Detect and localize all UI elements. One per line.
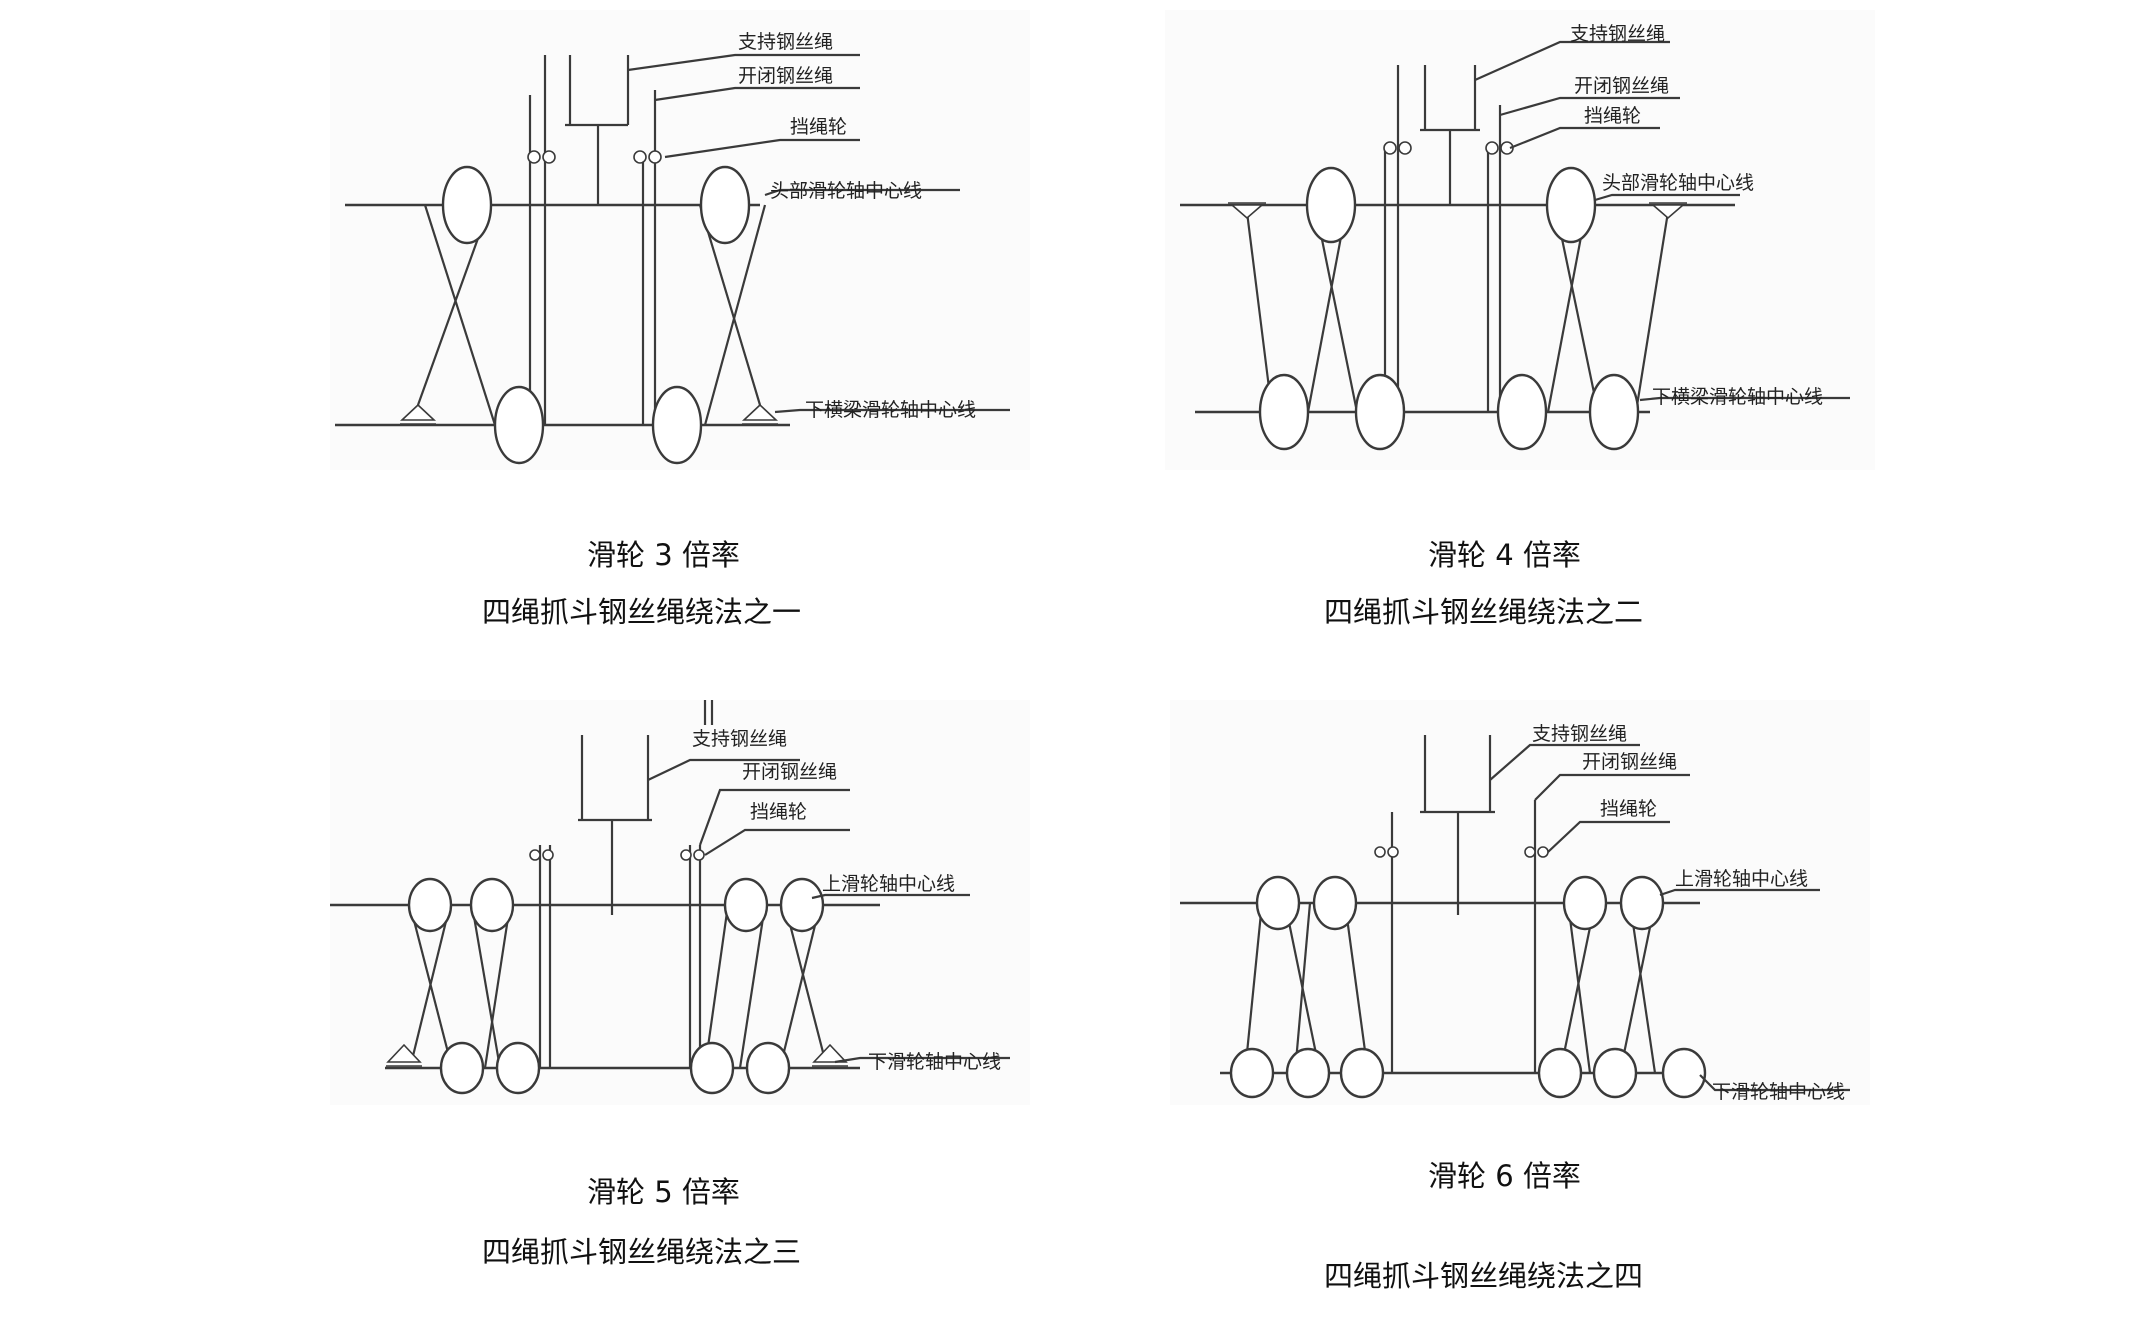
diagram-3-title-caption: 四绳抓斗钢丝绳绕法之三 [482,1235,801,1269]
anchor-mount [1228,202,1687,220]
rope-strands [416,55,767,426]
lower-sheave [689,1041,735,1095]
lower-sheave [1285,1047,1331,1099]
diagram-4-ratio-caption: 滑轮 6 倍率 [1428,1159,1581,1193]
diagram-3: 支持钢丝绳 开闭钢丝绳 挡绳轮 上滑轮轴中心线 下滑轮轴中心线 滑轮 5 倍率 … [330,700,1030,1269]
lower-sheave [1496,373,1548,451]
lower-sheave [493,385,545,465]
upper-sheave [1255,875,1301,931]
diagram-4-title-caption: 四绳抓斗钢丝绳绕法之四 [1324,1259,1643,1293]
rope-guard-wheels [1374,846,1549,858]
upper-axis-label: 上滑轮轴中心线 [822,873,955,895]
lower-sheave [1229,1047,1275,1099]
support-rope-label: 支持钢丝绳 [692,728,787,750]
upper-axis-label: 头部滑轮轴中心线 [770,180,922,202]
diagram-1-title-caption: 四绳抓斗钢丝绳绕法之一 [482,595,801,629]
diagram-4: 支持钢丝绳 开闭钢丝绳 挡绳轮 上滑轮轴中心线 下滑轮轴中心线 滑轮 6 倍率 … [1170,700,1870,1293]
rope-guard-label: 挡绳轮 [1600,798,1657,820]
rope-guard-label: 挡绳轮 [750,801,807,823]
upper-axis-label: 头部滑轮轴中心线 [1602,172,1754,194]
closing-rope-label: 开闭钢丝绳 [738,65,833,87]
lower-axis-label: 下横梁滑轮轴中心线 [805,399,976,421]
upper-sheave [723,877,769,933]
anchor-mount [399,403,779,425]
support-rope-label: 支持钢丝绳 [738,31,833,53]
leader-lines [647,758,1010,1064]
upper-sheave [407,877,453,933]
diagram-1-ratio-caption: 滑轮 3 倍率 [587,538,740,572]
diagram-1: 支持钢丝绳 开闭钢丝绳 挡绳轮 头部滑轮轴中心线 下横梁滑轮轴中心线 滑轮 3 … [330,10,1030,629]
upper-sheave [1312,875,1358,931]
lower-sheave [1339,1047,1385,1099]
upper-sheave [1545,166,1597,244]
closing-rope-label: 开闭钢丝绳 [1574,75,1669,97]
lower-sheave [651,385,703,465]
rope-guard-label: 挡绳轮 [1584,105,1641,127]
upper-sheave [779,877,825,933]
support-rope-label: 支持钢丝绳 [1570,23,1665,45]
upper-sheave [441,165,493,245]
lower-sheave [439,1041,485,1095]
closing-rope-label: 开闭钢丝绳 [742,761,837,783]
rope-guard-label: 挡绳轮 [790,116,847,138]
lower-sheave [1537,1047,1583,1099]
lower-sheave [745,1041,791,1095]
diagram-3-ratio-caption: 滑轮 5 倍率 [587,1175,740,1209]
closing-rope-label: 开闭钢丝绳 [1582,751,1677,773]
upper-sheave [699,165,751,245]
support-rope-label: 支持钢丝绳 [1532,723,1627,745]
rope-guard-wheels [527,150,662,164]
anchor-mount [386,1043,848,1067]
lower-sheave [1588,373,1640,451]
upper-sheave [1619,875,1665,931]
diagram-2: 支持钢丝绳 开闭钢丝绳 挡绳轮 头部滑轮轴中心线 下横梁滑轮轴中心线 滑轮 4 … [1165,10,1875,629]
lower-sheave [1354,373,1406,451]
rope-strands [408,700,827,1069]
rope-guard-wheels [1383,141,1514,155]
lower-sheave [495,1041,541,1095]
lower-sheave [1661,1047,1707,1099]
upper-axis-label: 上滑轮轴中心线 [1675,868,1808,890]
upper-sheave [1305,166,1357,244]
lower-sheave [1592,1047,1638,1099]
leader-lines [627,53,1010,414]
upper-sheave [469,877,515,933]
lower-axis-label: 下横梁滑轮轴中心线 [1652,386,1823,408]
rope-guard-wheels [529,849,705,861]
leader-lines [1489,743,1850,1092]
lower-axis-label: 下滑轮轴中心线 [868,1051,1001,1073]
upper-sheave [1562,875,1608,931]
lower-sheave [1258,373,1310,451]
leader-lines [1474,40,1850,402]
diagram-2-title-caption: 四绳抓斗钢丝绳绕法之二 [1324,595,1643,629]
diagram-2-ratio-caption: 滑轮 4 倍率 [1428,538,1581,572]
lower-axis-label: 下滑轮轴中心线 [1712,1081,1845,1103]
